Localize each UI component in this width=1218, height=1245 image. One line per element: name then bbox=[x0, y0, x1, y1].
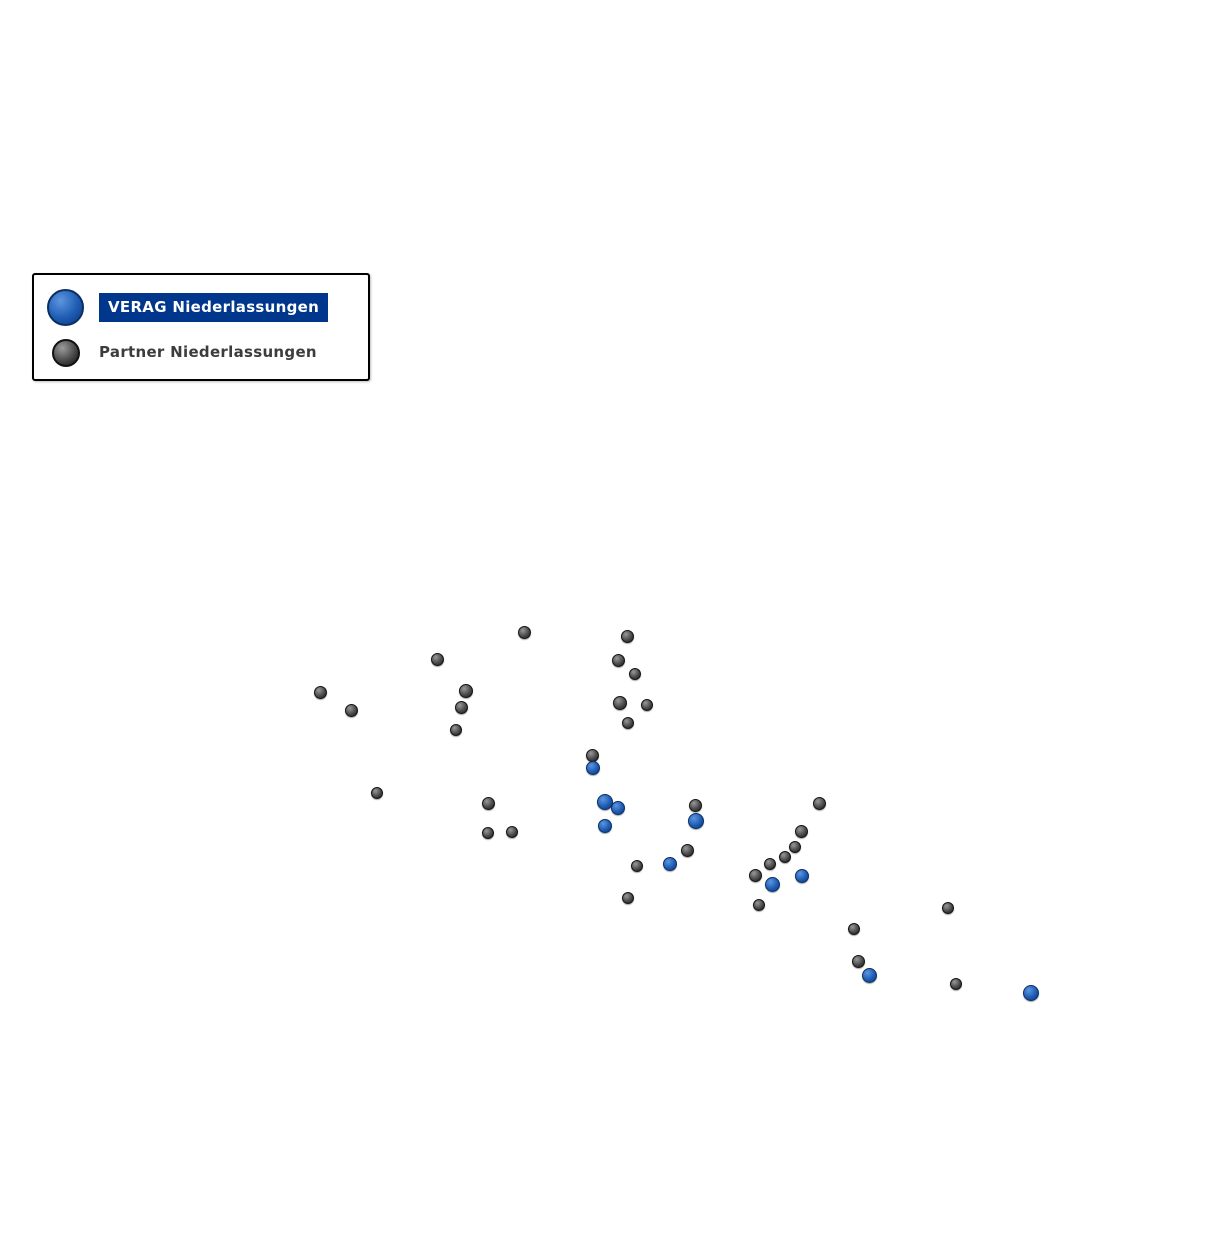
legend-row-verag: VERAG Niederlassungen bbox=[34, 289, 329, 326]
map-marker-partner[interactable] bbox=[454, 700, 468, 714]
map-marker-partner[interactable] bbox=[764, 858, 776, 870]
map-marker-partner[interactable] bbox=[641, 699, 653, 711]
map-marker-partner[interactable] bbox=[680, 843, 694, 857]
map-marker-partner[interactable] bbox=[629, 668, 641, 680]
map-marker-partner[interactable] bbox=[789, 841, 801, 853]
map-legend: VERAG Niederlassungen Partner Niederlass… bbox=[32, 273, 370, 381]
map-marker-partner[interactable] bbox=[459, 684, 473, 698]
map-marker-partner[interactable] bbox=[613, 696, 627, 710]
map-marker-partner[interactable] bbox=[950, 978, 962, 990]
map-marker-verag[interactable] bbox=[795, 869, 809, 883]
verag-legend-label: VERAG Niederlassungen bbox=[99, 293, 329, 322]
map-marker-partner[interactable] bbox=[481, 796, 495, 810]
map-marker-partner[interactable] bbox=[851, 954, 865, 968]
legend-row-partner: Partner Niederlassungen bbox=[34, 338, 317, 367]
map-marker-partner[interactable] bbox=[450, 724, 462, 736]
map-marker-partner[interactable] bbox=[506, 826, 518, 838]
partner-marker-icon bbox=[52, 338, 80, 367]
map-marker-partner[interactable] bbox=[430, 652, 444, 666]
map-marker-partner[interactable] bbox=[622, 892, 634, 904]
map-marker-verag[interactable] bbox=[586, 761, 600, 775]
map-marker-verag[interactable] bbox=[611, 801, 625, 815]
map-marker-verag[interactable] bbox=[663, 857, 677, 871]
map-marker-partner[interactable] bbox=[794, 824, 808, 838]
map-marker-partner[interactable] bbox=[313, 685, 327, 699]
map-marker-verag[interactable] bbox=[598, 819, 612, 833]
map-marker-partner[interactable] bbox=[611, 653, 625, 667]
map-marker-partner[interactable] bbox=[848, 923, 860, 935]
map-marker-partner[interactable] bbox=[622, 717, 634, 729]
map-marker-partner[interactable] bbox=[631, 860, 643, 872]
map-marker-partner[interactable] bbox=[585, 748, 599, 762]
partner-legend-label: Partner Niederlassungen bbox=[99, 343, 317, 361]
map-marker-partner[interactable] bbox=[371, 787, 383, 799]
verag-marker-icon bbox=[47, 289, 84, 326]
map-marker-partner[interactable] bbox=[748, 868, 762, 882]
map-marker-partner[interactable] bbox=[620, 629, 634, 643]
map-marker-verag[interactable] bbox=[1023, 985, 1039, 1001]
map-marker-partner[interactable] bbox=[517, 625, 531, 639]
map-marker-partner[interactable] bbox=[344, 703, 358, 717]
map-marker-verag[interactable] bbox=[861, 967, 877, 983]
map-marker-partner[interactable] bbox=[482, 827, 494, 839]
map-marker-partner[interactable] bbox=[812, 796, 826, 810]
map-marker-partner[interactable] bbox=[942, 902, 954, 914]
map-marker-partner[interactable] bbox=[753, 899, 765, 911]
map-marker-verag[interactable] bbox=[764, 876, 780, 892]
map-marker-verag[interactable] bbox=[688, 813, 704, 829]
map-marker-partner[interactable] bbox=[688, 798, 702, 812]
map-marker-partner[interactable] bbox=[779, 851, 791, 863]
